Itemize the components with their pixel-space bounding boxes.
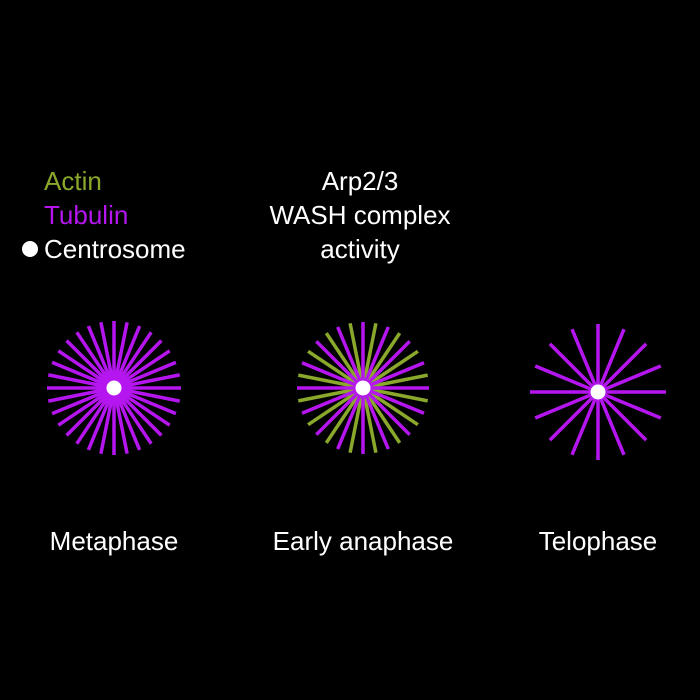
centrosome-dot <box>107 381 122 396</box>
aster-telophase <box>530 324 666 460</box>
caption-metaphase: Metaphase <box>0 524 234 558</box>
centrosome-dot <box>591 385 606 400</box>
aster-metaphase <box>47 321 181 455</box>
centrosome-dot <box>356 381 371 396</box>
caption-telophase: Telophase <box>478 524 700 558</box>
aster-early-anaphase <box>297 322 429 454</box>
caption-early-anaphase: Early anaphase <box>243 524 483 558</box>
